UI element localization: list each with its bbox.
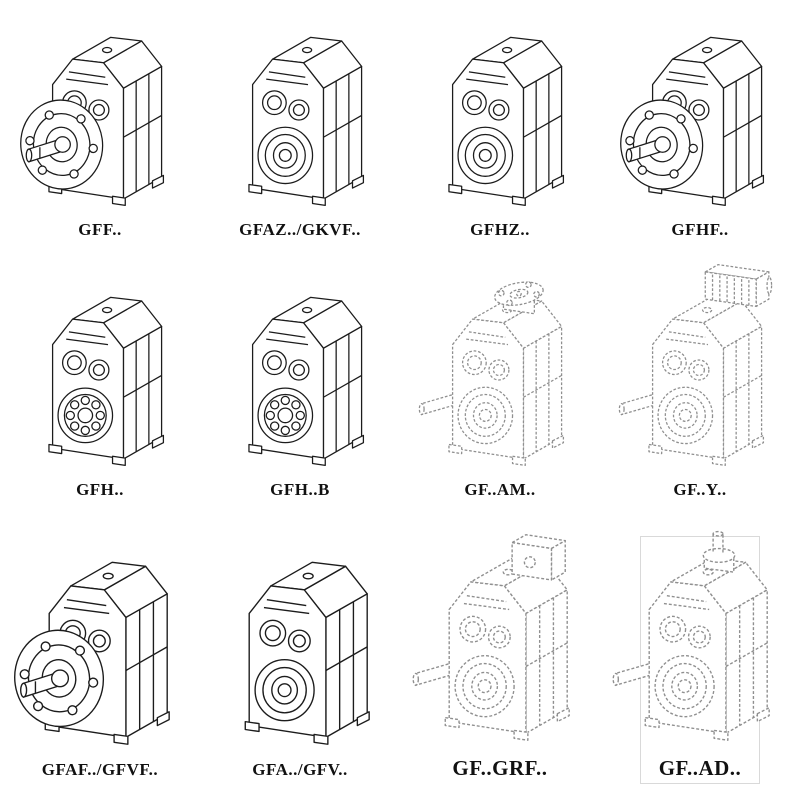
catalog-item-gfa-gfv: GFA../GFV.. — [240, 536, 360, 784]
catalog-item-gf-y: GF..Y.. — [640, 276, 760, 504]
catalog-item-gf-am: GF..AM.. — [440, 276, 560, 504]
shaft-mounted-gearbox-icon — [209, 261, 391, 479]
catalog-item-gfhf: GFHF.. — [640, 16, 760, 244]
model-label: GFHZ.. — [470, 220, 530, 240]
model-label: GF..AD.. — [658, 755, 742, 780]
iec-adapter-gearbox-icon — [409, 261, 591, 479]
model-label: GFA../GFV.. — [252, 760, 348, 780]
model-label: GFH..B — [270, 480, 330, 500]
shaft-mounted-gearbox-icon — [9, 261, 191, 479]
hollow-shaft-gearbox-icon — [202, 523, 399, 759]
catalog-item-gfaf-gfvf: GFAF../GFVF.. — [40, 536, 160, 784]
model-label: GFAZ../GKVF.. — [239, 220, 361, 240]
catalog-item-gfaz-gkvf: GFAZ../GKVF.. — [239, 16, 361, 244]
catalog-item-gf-grf: GF..GRF.. — [440, 536, 560, 784]
model-label: GFHF.. — [671, 220, 729, 240]
flange-output-gearbox-icon — [2, 523, 199, 759]
catalog-item-gff: GFF.. — [40, 16, 160, 244]
catalog-item-gfh-b: GFH..B — [240, 276, 360, 504]
hollow-shaft-gearbox-icon — [409, 1, 591, 219]
flange-output-gearbox-icon — [609, 1, 791, 219]
motor-mounted-gearbox-icon — [609, 261, 791, 479]
catalog-item-gf-ad: GF..AD.. — [640, 536, 760, 784]
model-label: GF..AM.. — [464, 480, 536, 500]
catalog-item-gfh: GFH.. — [40, 276, 160, 504]
adapter-box-gearbox-icon — [402, 519, 599, 755]
catalog-item-gfhz: GFHZ.. — [440, 16, 560, 244]
model-label: GFH.. — [76, 480, 124, 500]
flange-output-gearbox-icon — [9, 1, 191, 219]
model-label: GFF.. — [78, 220, 122, 240]
input-shaft-gearbox-icon — [602, 519, 799, 755]
hollow-shaft-gearbox-icon — [209, 1, 391, 219]
model-label: GFAF../GFVF.. — [41, 760, 159, 780]
model-label: GF..Y.. — [673, 480, 727, 500]
model-label: GF..GRF.. — [452, 755, 548, 780]
